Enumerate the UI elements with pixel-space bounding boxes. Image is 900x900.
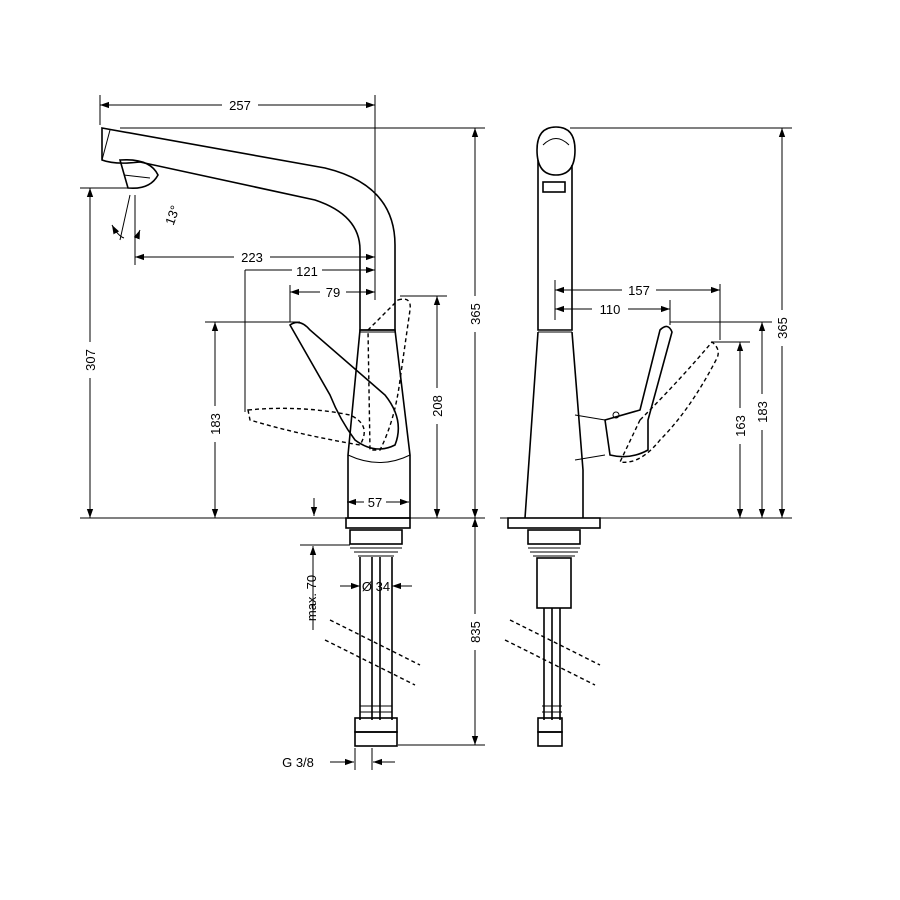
dim-183-right-label: 183: [755, 401, 770, 423]
spray-head: [118, 158, 159, 190]
front-lever-alt: [618, 341, 719, 464]
dim-121-label: 121: [296, 264, 318, 279]
dim-110-label: 110: [600, 302, 621, 317]
lever-handle: [288, 321, 400, 450]
dim-79-label: 79: [326, 285, 340, 300]
faucet-body: [347, 329, 411, 519]
side-view: [101, 127, 421, 747]
dim-365-left-label: 365: [468, 303, 483, 325]
dim-57-label: 57: [368, 495, 382, 510]
dim-g38-label: G 3/8: [282, 755, 314, 770]
dim-183-left-label: 183: [208, 413, 223, 435]
dim-d34-label: Ø 34: [362, 579, 390, 594]
front-view: [504, 126, 719, 747]
dim-208-label: 208: [430, 395, 445, 417]
front-column: [537, 160, 573, 331]
dim-163-label: 163: [733, 415, 748, 437]
front-view-dimensions: 157 110 163 183 365: [500, 127, 792, 519]
dim-max70-label: max. 70: [304, 575, 319, 621]
dim-365-right-label: 365: [775, 317, 790, 339]
dim-307-label: 307: [83, 349, 98, 371]
dim-835-label: 835: [468, 621, 483, 643]
side-view-dimensions: 257 223 121 79 13° 307 183: [80, 95, 485, 770]
lever-alt-up: [367, 298, 411, 451]
lever-alt-down: [247, 407, 365, 446]
dim-13deg-label: 13°: [162, 203, 183, 227]
front-lever: [604, 325, 673, 458]
front-spout-head: [536, 126, 576, 176]
dim-257-label: 257: [229, 98, 251, 113]
dim-223-label: 223: [241, 250, 263, 265]
spout-outline: [101, 127, 396, 331]
dim-157-label: 157: [628, 283, 650, 298]
